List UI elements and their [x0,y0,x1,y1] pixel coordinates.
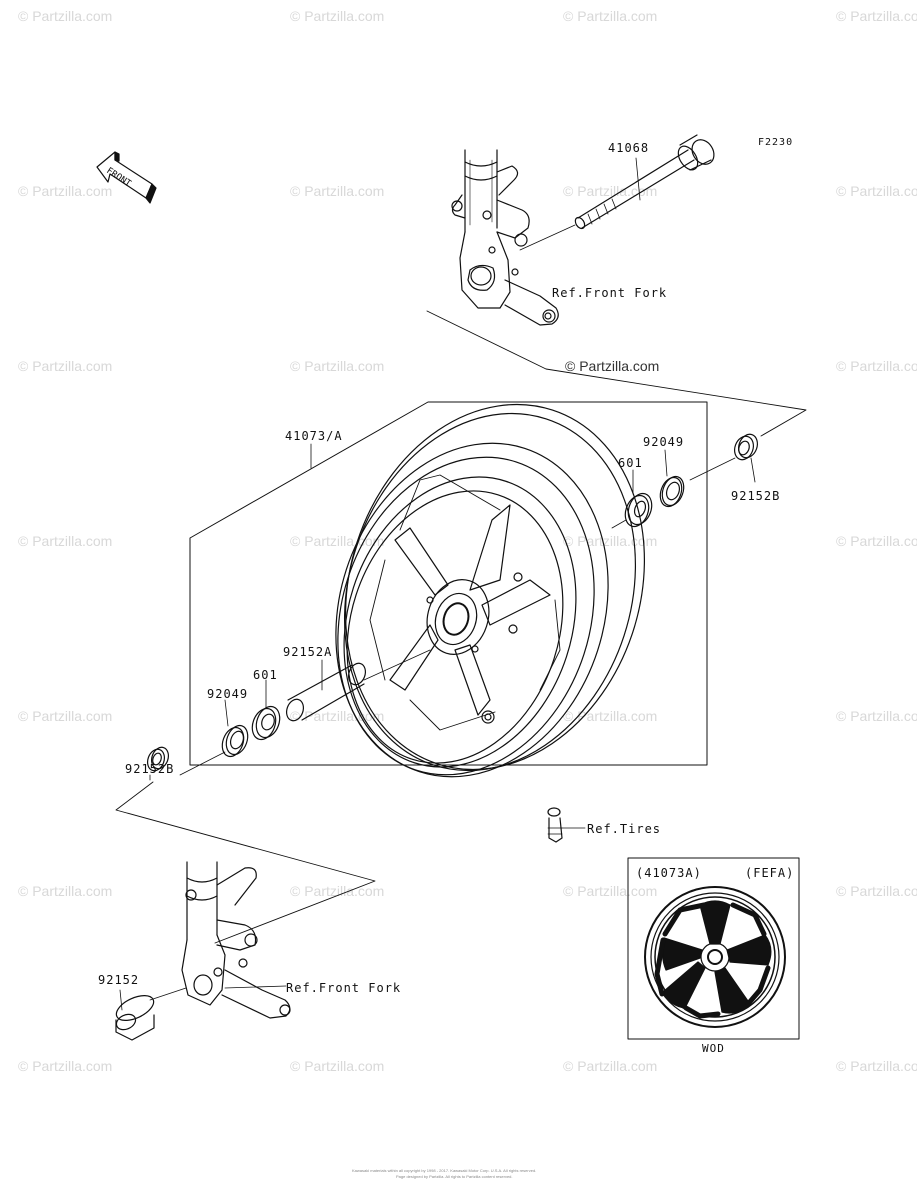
label-ref-front-fork-bottom: Ref.Front Fork [286,981,402,995]
leader-upper [426,310,807,437]
label-ref-front-fork-top: Ref.Front Fork [552,286,668,300]
inset-wheel [644,886,786,1028]
front-axle [519,134,715,251]
lower-front-fork [181,861,291,1019]
watermark: © Partzilla.com [836,1058,917,1074]
label-601-right: 601 [618,456,643,470]
watermark: © Partzilla.com [18,1058,113,1074]
watermark: © Partzilla.com [563,183,658,199]
watermark: © Partzilla.com [290,533,385,549]
tire-valve [547,807,586,843]
label-41068: 41068 [608,141,650,155]
inset-box [627,857,800,1040]
watermark: © Partzilla.com [836,533,917,549]
watermark: © Partzilla.com [563,1058,658,1074]
label-601-left: 601 [253,668,278,682]
diagram-code: F2230 [758,137,794,148]
watermark: © Partzilla.com [18,8,113,24]
label-92152b-right: 92152B [731,489,781,503]
label-92152a: 92152A [283,645,333,659]
label-92152: 92152 [98,973,140,987]
front-arrow-icon: FRONT [96,151,157,204]
watermark: © Partzilla.com [563,8,658,24]
inset-color-code: WOD [702,1042,725,1055]
watermark: © Partzilla.com [836,183,917,199]
watermark: © Partzilla.com [836,708,917,724]
front-wheel [335,403,646,778]
collar-92152 [115,987,187,1041]
watermark: © Partzilla.com [565,358,660,374]
watermark: © Partzilla.com [290,8,385,24]
right-bearing-stack [611,433,759,529]
watermark: © Partzilla.com [18,358,113,374]
upper-front-fork [451,149,559,326]
label-92049-right: 92049 [643,435,685,449]
footer-copyright: Kawasaki materials within all copyright … [352,1168,537,1173]
label-92152b-left: 92152B [125,762,175,776]
label-92049-left: 92049 [207,687,249,701]
watermark: © Partzilla.com [563,883,658,899]
leader-lower [115,781,376,944]
footer-designed-by: Page designed by Partzilla. All rights t… [396,1174,513,1179]
wheel-group-box [189,401,708,766]
watermark: © Partzilla.com [290,358,385,374]
watermark: © Partzilla.com [18,708,113,724]
watermark: © Partzilla.com [836,358,917,374]
watermark: © Partzilla.com [18,183,113,199]
left-bearing-stack [146,649,431,781]
watermark: © Partzilla.com [290,1058,385,1074]
inset-variant: (FEFA) [745,866,795,880]
watermark: © Partzilla.com [18,883,113,899]
watermark: © Partzilla.com [563,708,658,724]
watermark: © Partzilla.com [290,183,385,199]
label-ref-tires: Ref.Tires [587,822,662,836]
label-41073-a: 41073/A [285,429,343,443]
inset-part-code: (41073A) [636,866,702,880]
watermark: © Partzilla.com [18,533,113,549]
watermark: © Partzilla.com [836,8,917,24]
watermark: © Partzilla.com [836,883,917,899]
